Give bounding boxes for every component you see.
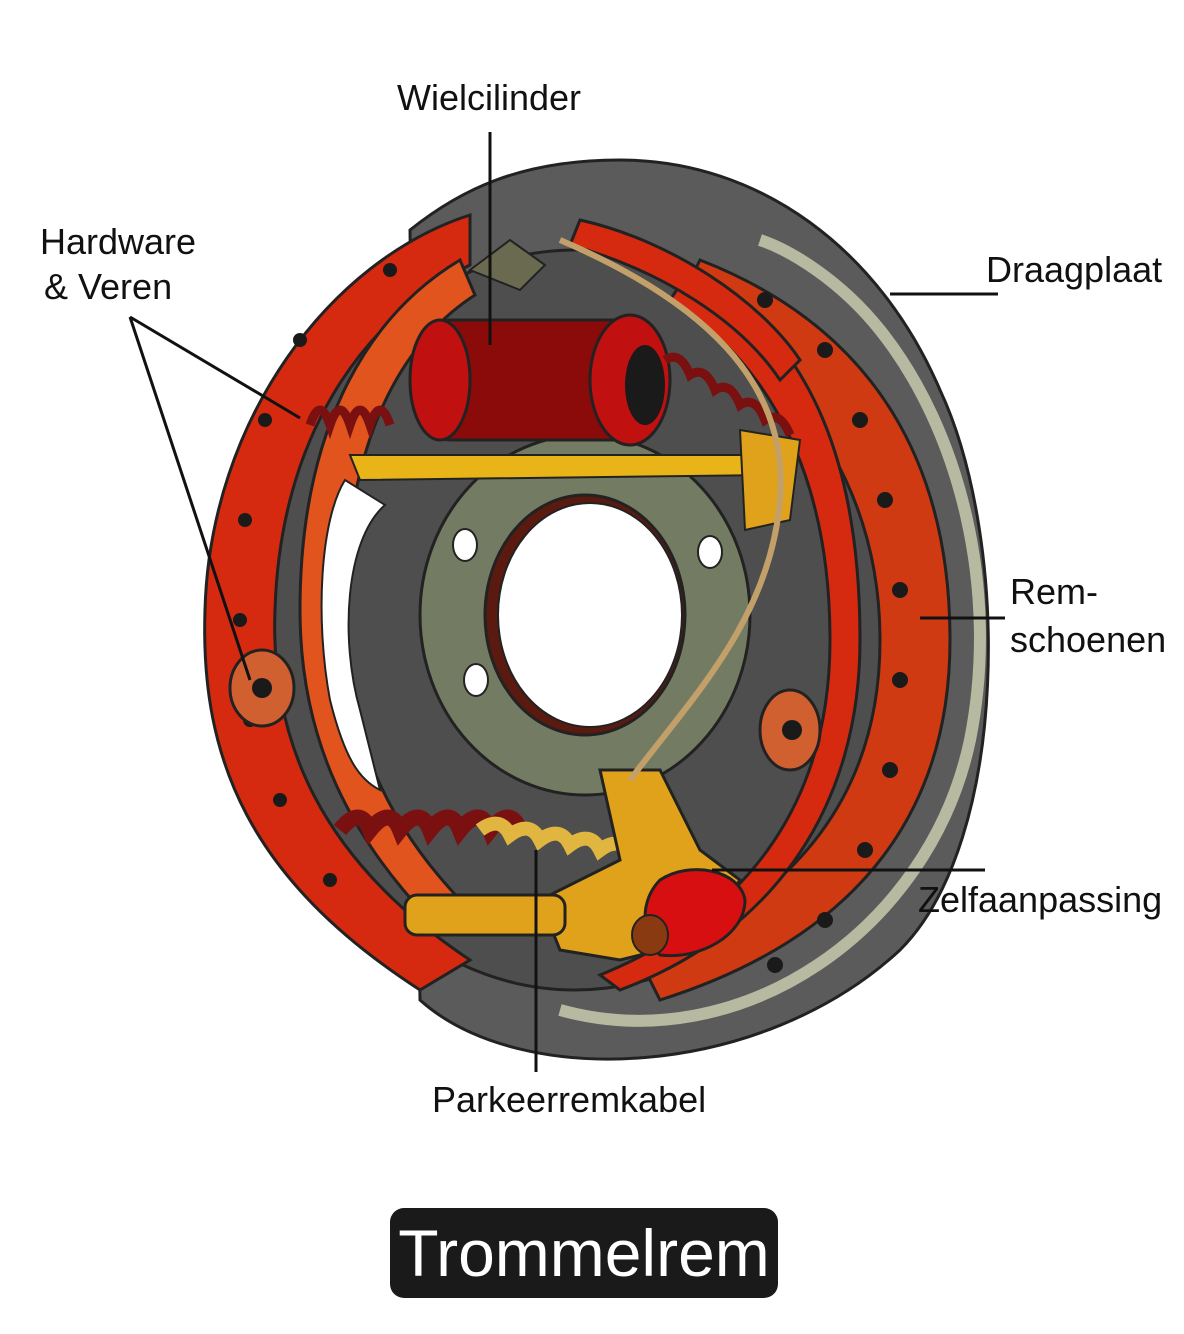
adjuster-strut [348,428,802,532]
label-backing-plate: Draagplaat [986,249,1163,290]
right-brake-shoe [567,218,952,1002]
leader-lines [128,132,1005,1072]
label-hardware-line1: Hardware [40,221,197,262]
hub-flange [418,433,752,797]
label-hardware-line2: & Veren [44,266,173,307]
bolt-hole [697,535,723,569]
bolt-hole [452,528,478,562]
bolt-hole [463,663,489,697]
label-self-adjuster: Zelfaanpassing [918,879,1163,920]
parking-brake-cable [558,237,784,782]
label-parking-cable: Parkeerremkabel [432,1079,707,1120]
label-shoes-line1: Rem- [1010,571,1098,612]
wheel-cylinder [408,238,672,447]
label-wheel-cylinder: Wielcilinder [397,77,582,118]
hold-down-pin-right [758,688,822,772]
self-adjuster-lever [403,768,747,962]
left-brake-shoe [203,212,477,992]
hold-down-pin-left [228,648,296,728]
diagram-title: Trommelrem [398,1216,770,1290]
return-spring-bottom [333,809,637,861]
label-shoes-line2: schoenen [1010,619,1167,660]
title-badge: Trommelrem [390,1208,778,1298]
